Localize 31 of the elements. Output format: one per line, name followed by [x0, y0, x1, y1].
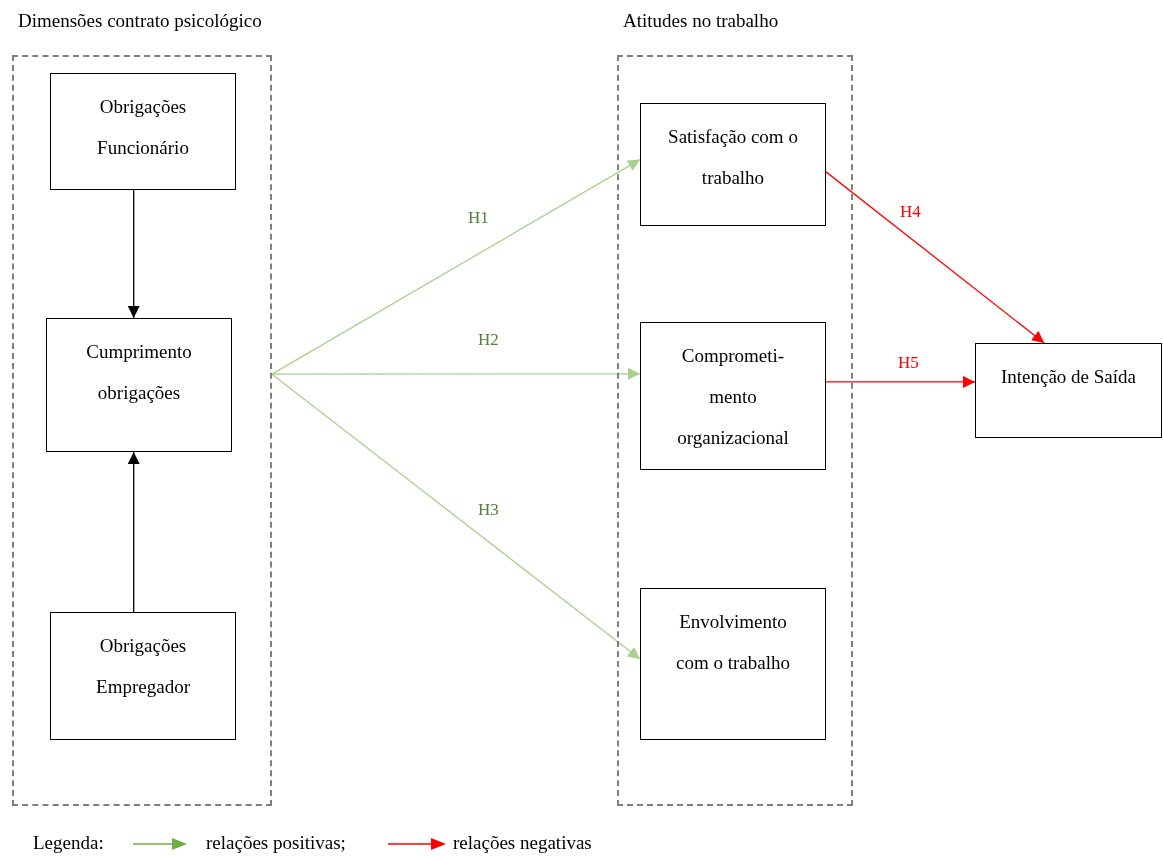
- arrow: [127, 189, 140, 319]
- arrow: [271, 373, 641, 660]
- process-box: [975, 343, 1162, 438]
- box-text: Comprometi- mento organizacional: [676, 344, 790, 450]
- group-heading: Dimensões contrato psicológico: [18, 10, 262, 32]
- process-box: [640, 588, 826, 740]
- process-box: [50, 612, 236, 740]
- arrow: [825, 171, 1045, 344]
- process-box: [50, 73, 236, 190]
- edge-label: H3: [478, 500, 499, 520]
- arrow: [271, 367, 641, 380]
- box-text: Intenção de Saída: [999, 365, 1138, 389]
- arrow: [825, 375, 976, 388]
- edge-label: H4: [900, 202, 921, 222]
- box-text: Obrigações Funcionário: [96, 95, 190, 160]
- edge-label: H1: [468, 208, 489, 228]
- box-text: Obrigações Empregador: [95, 634, 191, 699]
- box-text: Cumprimento obrigações: [85, 340, 193, 405]
- edge-label: H2: [478, 330, 499, 350]
- process-box: [640, 322, 826, 470]
- edge-label: H5: [898, 353, 919, 373]
- process-box: [640, 103, 826, 226]
- arrow: [127, 451, 140, 613]
- arrow: [271, 158, 641, 375]
- legend-title: Legenda:: [33, 832, 104, 854]
- box-text: Envolvimento com o trabalho: [675, 610, 791, 675]
- legend-text: relações positivas;: [206, 832, 346, 854]
- group-heading: Atitudes no trabalho: [623, 10, 779, 32]
- process-box: [46, 318, 232, 452]
- legend-text: relações negativas: [453, 832, 592, 854]
- box-text: Satisfação com o trabalho: [667, 125, 799, 190]
